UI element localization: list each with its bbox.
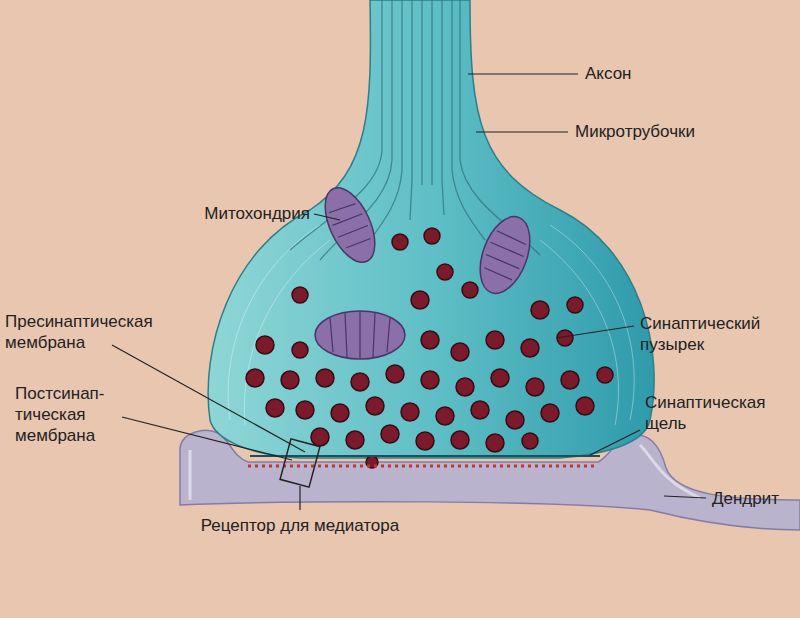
mitochondrion bbox=[315, 180, 385, 269]
presynaptic-membrane bbox=[250, 455, 600, 457]
mitochondrion bbox=[471, 210, 540, 300]
structure-label: Дендрит bbox=[712, 488, 779, 509]
structure-label: Митохондрия bbox=[204, 203, 310, 224]
axon-terminal bbox=[208, 0, 654, 458]
postsynaptic-membrane bbox=[248, 465, 598, 468]
mitochondrion bbox=[315, 311, 405, 359]
receptor-frame bbox=[280, 439, 320, 487]
structure-label: Рецептор для медиатора bbox=[201, 515, 399, 536]
structure-label: Микротрубочки bbox=[575, 121, 695, 142]
synaptic-vesicles bbox=[246, 228, 613, 468]
structure-label: Пресинаптическая мембрана bbox=[5, 311, 165, 353]
leader-lines bbox=[112, 74, 706, 510]
structure-label: Синаптический пузырек bbox=[640, 313, 795, 355]
structure-label: Постсинап- тическая мембрана bbox=[15, 383, 120, 446]
membrane-contours bbox=[228, 225, 634, 425]
structure-label: Синаптическая щель bbox=[645, 392, 795, 434]
structure-label: Аксон bbox=[585, 63, 632, 84]
